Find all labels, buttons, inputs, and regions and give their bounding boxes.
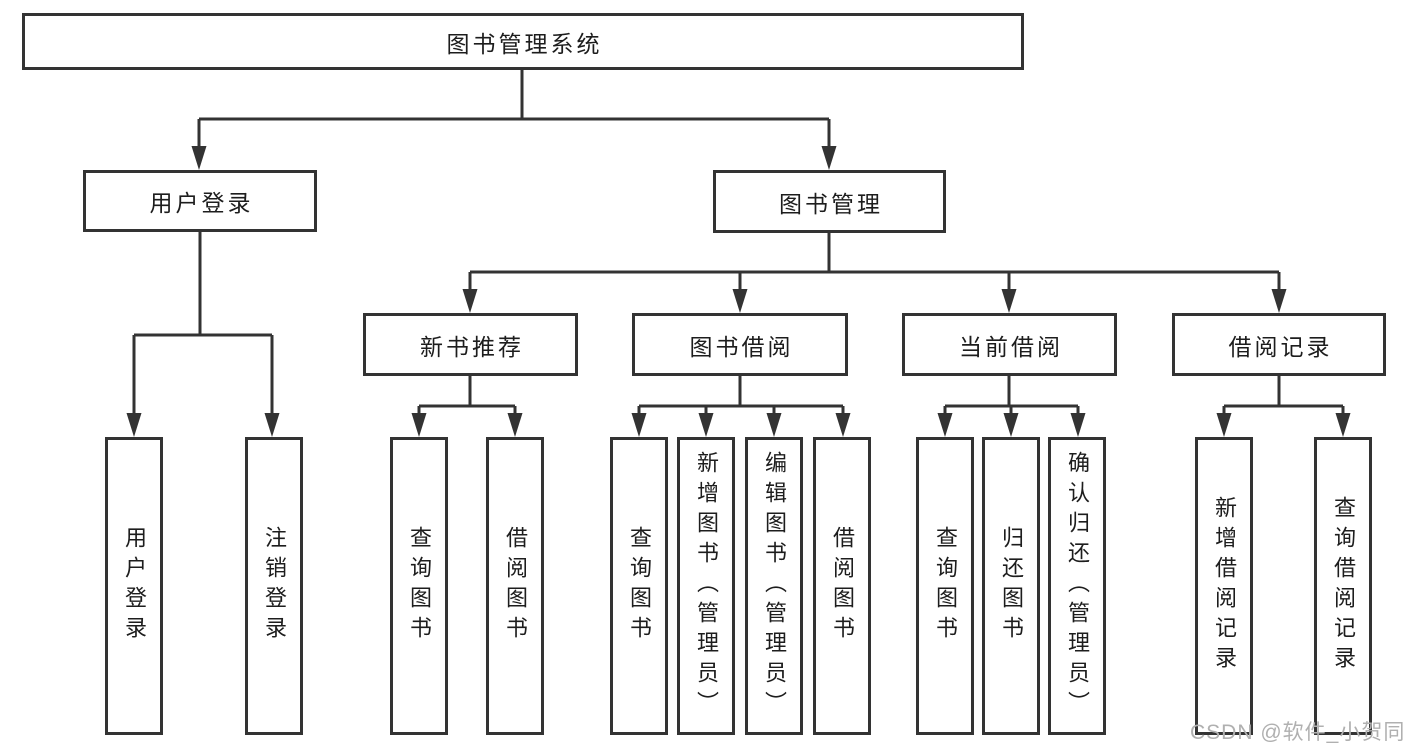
leaf-label: 归还图书 xyxy=(999,526,1024,646)
leaf-confirm-return-admin: 确认归还（管理员） xyxy=(1048,437,1106,735)
leaf-label: 查询图书 xyxy=(933,526,958,646)
node-new-book-recommendation: 新书推荐 xyxy=(363,313,578,376)
leaf-borrow-books-borrowing: 借阅图书 xyxy=(813,437,871,735)
leaf-return-books: 归还图书 xyxy=(982,437,1040,735)
leaf-label: 注销登录 xyxy=(262,526,287,646)
leaf-label: 新增借阅记录 xyxy=(1212,496,1237,676)
leaf-query-borrow-record: 查询借阅记录 xyxy=(1314,437,1372,735)
leaf-label: 新增图书（管理员） xyxy=(694,451,719,721)
leaf-logout: 注销登录 xyxy=(245,437,303,735)
leaf-query-books-recommend: 查询图书 xyxy=(390,437,448,735)
leaf-edit-book-admin: 编辑图书（管理员） xyxy=(745,437,803,735)
leaf-label: 借阅图书 xyxy=(503,526,528,646)
node-current-borrowing: 当前借阅 xyxy=(902,313,1117,376)
csdn-watermark: CSDN @软件_小贺同学 xyxy=(1190,721,1405,744)
node-book-management: 图书管理 xyxy=(713,170,946,233)
leaf-label: 借阅图书 xyxy=(830,526,855,646)
leaf-label: 查询图书 xyxy=(407,526,432,646)
leaf-query-books-current: 查询图书 xyxy=(916,437,974,735)
leaf-user-login: 用户登录 xyxy=(105,437,163,735)
leaf-label: 确认归还（管理员） xyxy=(1065,451,1090,721)
node-library-management-system: 图书管理系统 xyxy=(22,13,1024,70)
leaf-label: 查询图书 xyxy=(627,526,652,646)
leaf-label: 查询借阅记录 xyxy=(1331,496,1356,676)
leaf-add-borrow-record: 新增借阅记录 xyxy=(1195,437,1253,735)
leaf-label: 用户登录 xyxy=(122,526,147,646)
node-book-borrowing: 图书借阅 xyxy=(632,313,848,376)
leaf-query-books-borrowing: 查询图书 xyxy=(610,437,668,735)
leaf-borrow-books-recommend: 借阅图书 xyxy=(486,437,544,735)
arrowheads xyxy=(126,146,1351,437)
node-borrowing-records: 借阅记录 xyxy=(1172,313,1386,376)
node-user-login: 用户登录 xyxy=(83,170,317,232)
leaf-label: 编辑图书（管理员） xyxy=(762,451,787,721)
leaf-add-book-admin: 新增图书（管理员） xyxy=(677,437,735,735)
